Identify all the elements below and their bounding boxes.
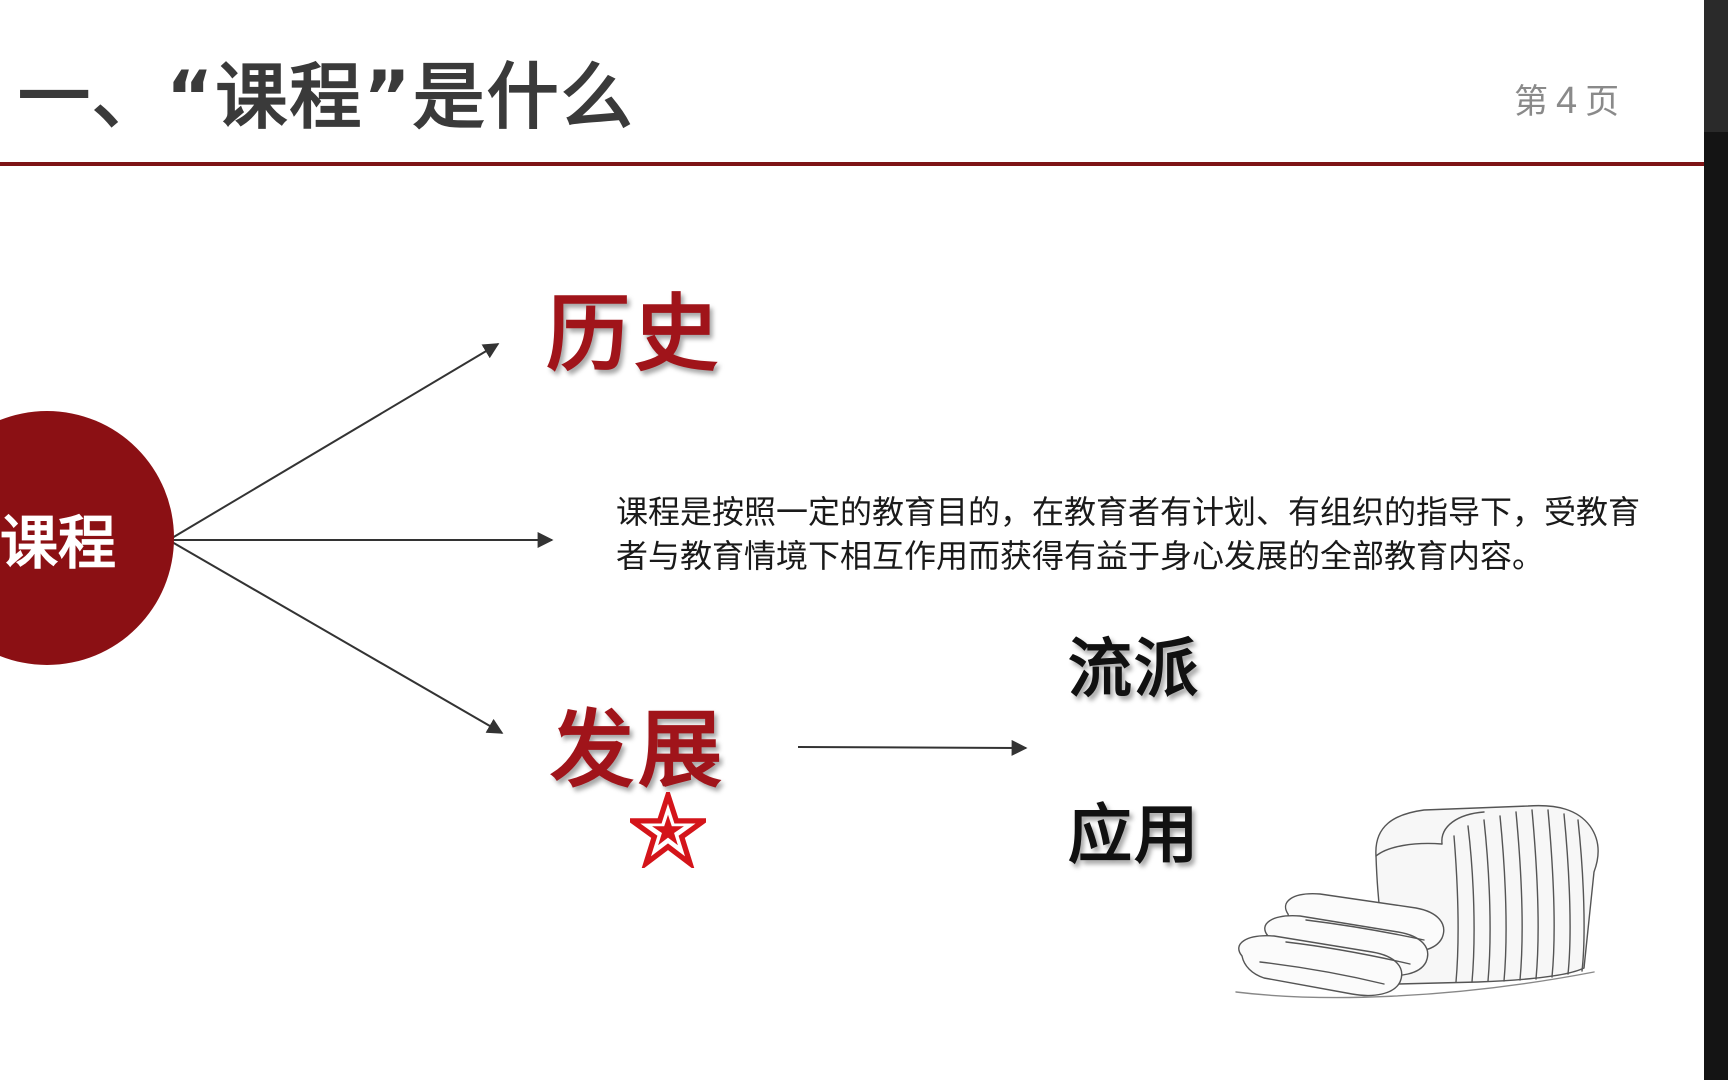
development-heading: 发展 [550, 700, 727, 799]
center-circle-label: 课程 [0, 509, 117, 577]
arrow-to-development [171, 541, 504, 734]
application-heading: 应用 [1068, 799, 1200, 873]
page-prefix: 第 [1514, 82, 1548, 122]
arrow-to-history [171, 343, 500, 539]
header-rule [0, 162, 1704, 166]
page-suffix: 页 [1585, 82, 1620, 122]
red-star-icon [630, 792, 706, 868]
right-edge-bar-top [1704, 0, 1728, 132]
history-heading: 历史 [546, 284, 723, 383]
definition-text: 课程是按照一定的教育目的，在教育者有计划、有组织的指导下，受教育者与教育情境下相… [616, 493, 1641, 575]
school-heading: 流派 [1068, 633, 1200, 707]
right-edge-bar [1704, 0, 1728, 1080]
arrow-to-branches [797, 739, 1028, 756]
page-title: 一、“课程”是什么 [18, 55, 635, 139]
bread-illustration [1235, 804, 1599, 999]
page-number-value: 4 [1556, 80, 1578, 122]
